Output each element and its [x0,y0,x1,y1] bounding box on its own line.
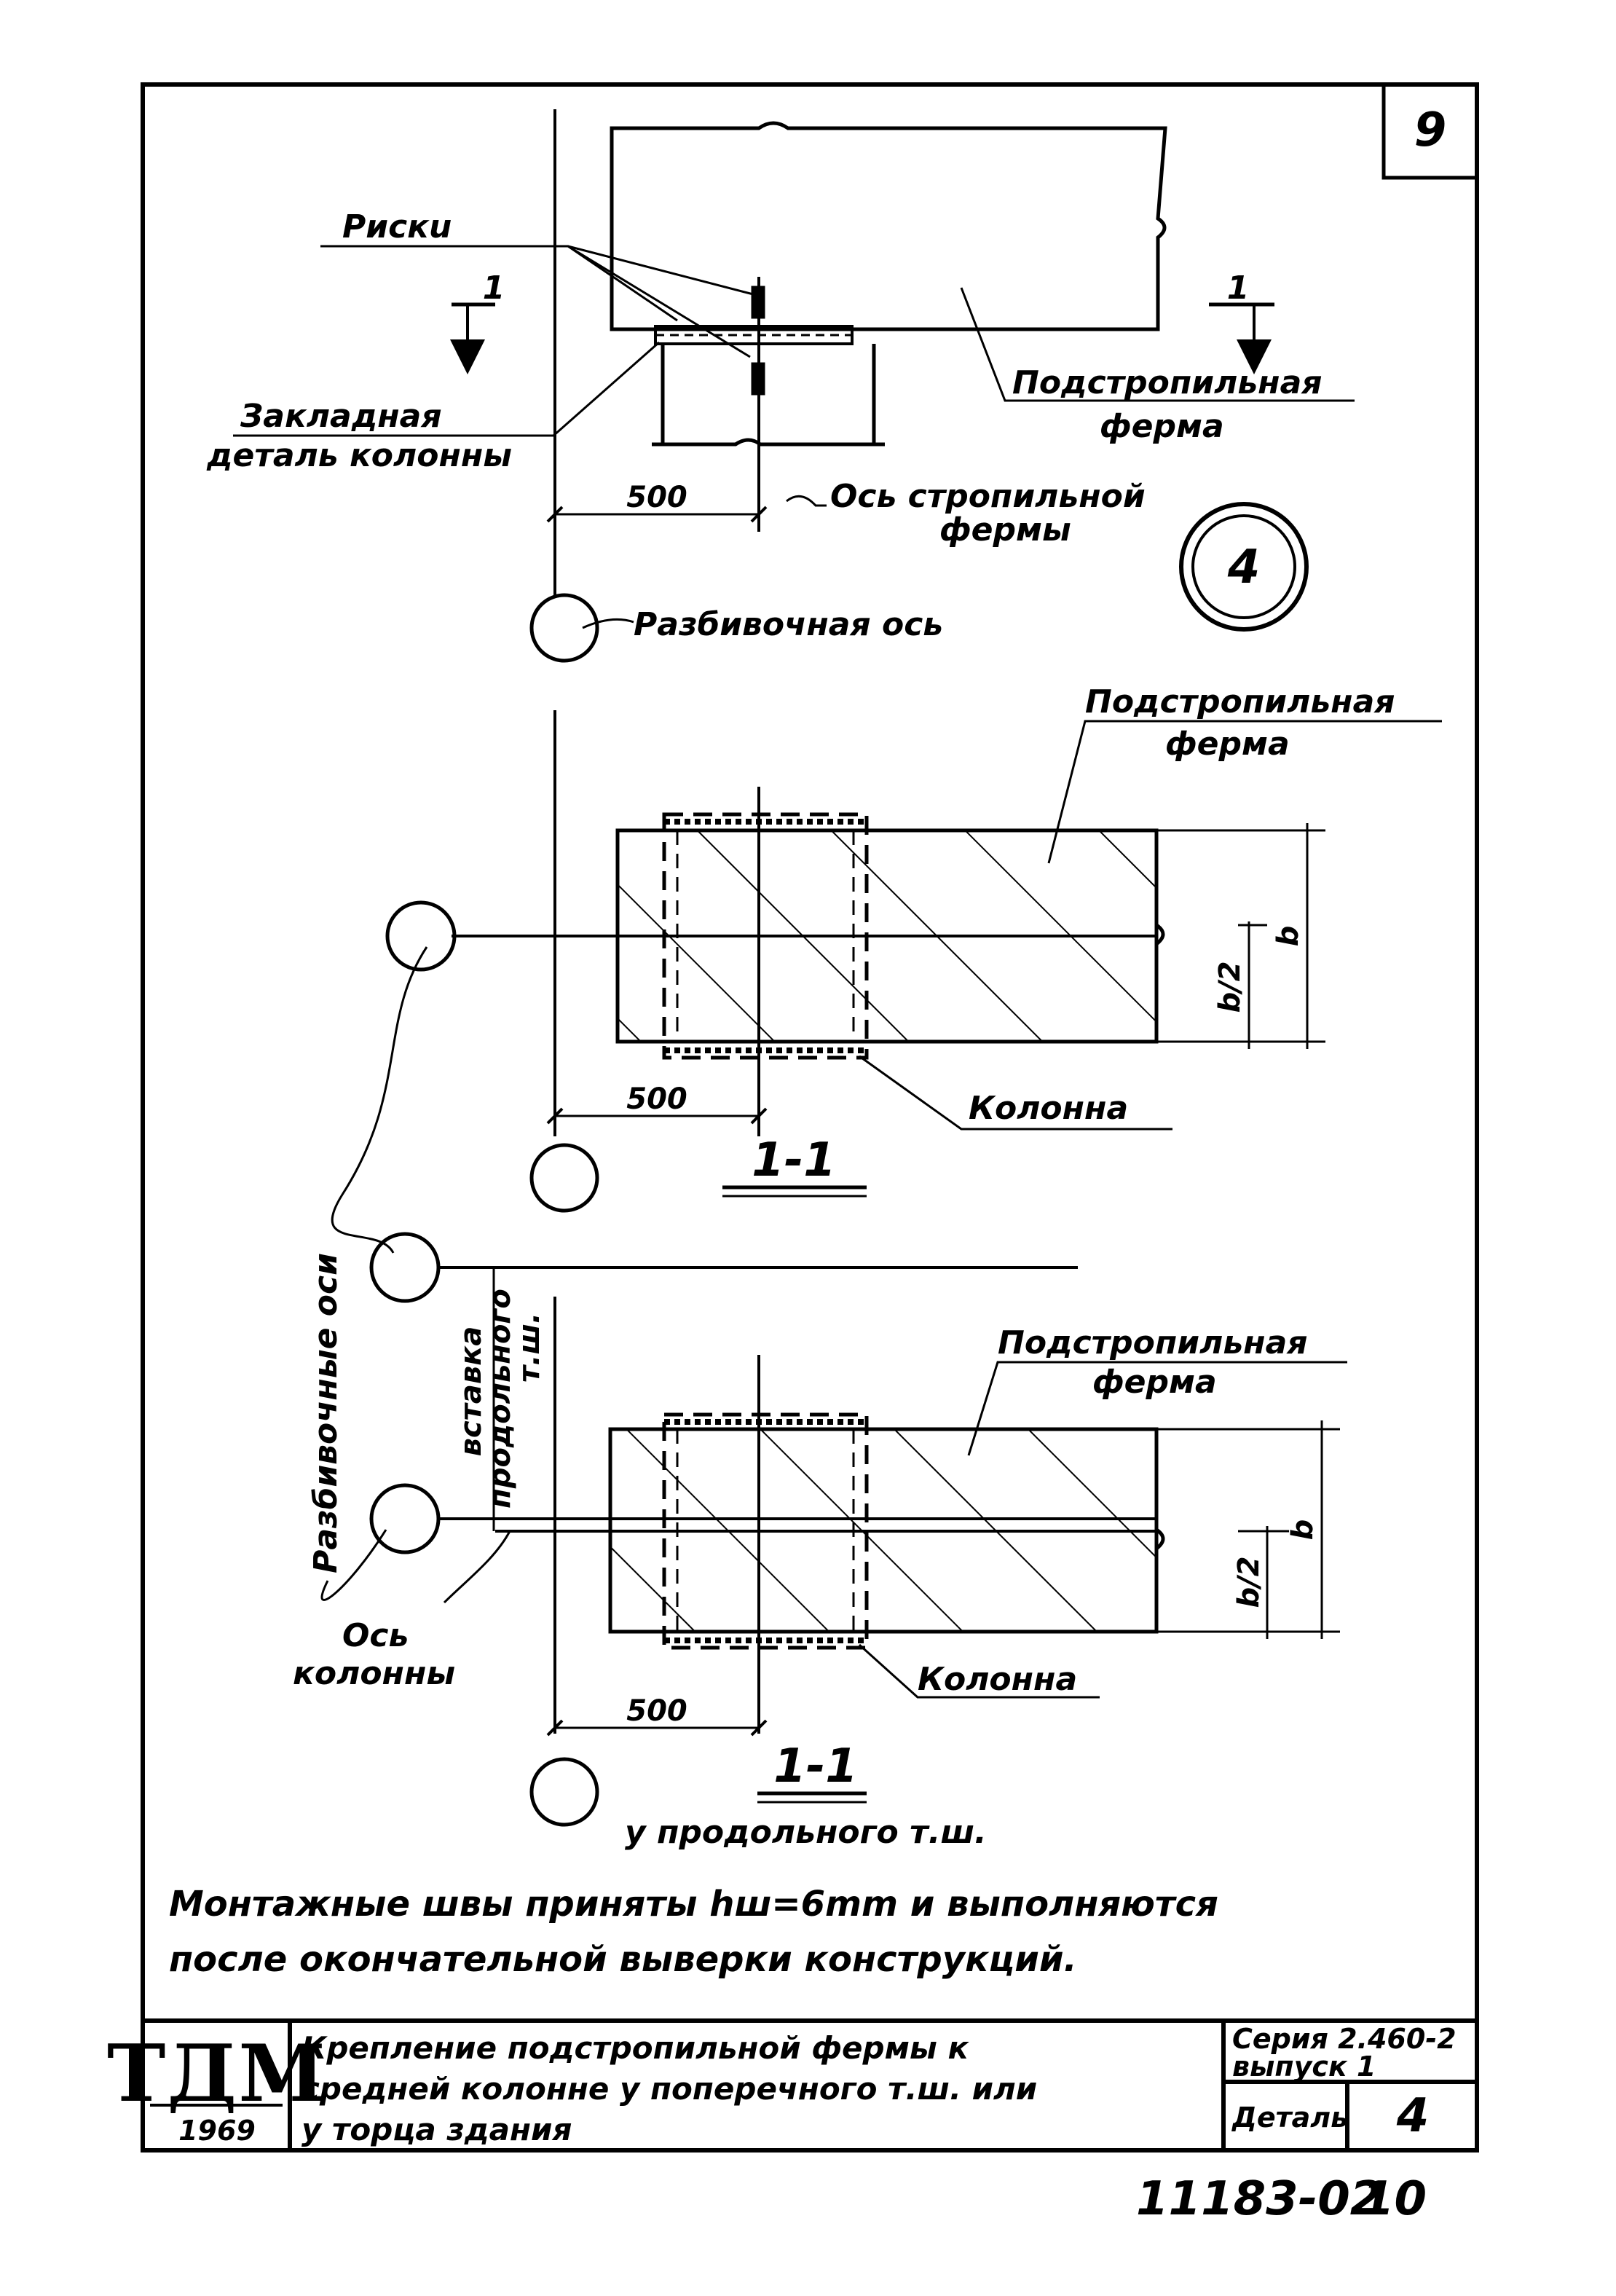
section-a-dim-b: b [1272,926,1305,947]
elevation-view [233,109,1355,663]
section-b-dim-b2: b/2 [1232,1556,1266,1608]
footer-code: 11183-02 [1136,2172,1382,2226]
section-b-label-insert-3: т.ш. [513,1313,546,1383]
section-b-label-truss-2: ферма [1092,1364,1217,1401]
title-year: 1969 [178,2115,256,2147]
title-line-2: средней колонне у поперечного т.ш. или [301,2071,1037,2107]
title-line-1: Крепление подстропильной фермы к [301,2030,969,2066]
label-truss-top-1: Подстропильная [1012,364,1323,401]
footer-page: 10 [1362,2172,1427,2226]
dim-500-top: 500 [626,481,687,514]
section-a-view [385,710,1442,1213]
section-a-label-column: Колонна [969,1090,1128,1127]
section-a-label-truss-1: Подстропильная [1085,683,1395,720]
note-line-1: Монтажные швы приняты hш=6mm и выполняют… [169,1884,1218,1925]
section-b-label-column: Колонна [918,1661,1077,1698]
section-a-dim-b2: b/2 [1213,961,1247,1013]
title-block [141,2018,1479,2152]
detail-label: Деталь [1231,2102,1348,2134]
section-b-label-insert-2: продольного [484,1289,517,1509]
label-marks: Рискu [342,208,452,245]
detail-marker-number: 4 [1227,540,1261,594]
section-a-dim-500: 500 [626,1082,687,1116]
section-b-title: 1-1 [773,1739,858,1793]
svg-text:1: 1 [483,270,505,307]
label-rafter-axis-2: фермы [939,511,1071,549]
section-b-subtitle: у продольного т.ш. [625,1814,987,1851]
label-rafter-axis-1: Ось стропильной [830,478,1146,515]
series-label: Серия 2.460-2 [1232,2023,1457,2055]
label-truss-top-2: ферма [1100,408,1224,445]
section-b-label-insert-1: вставка [454,1326,488,1457]
section-b-label-truss-1: Подстропильная [998,1324,1308,1361]
section-b-view [320,946,1347,1827]
logo-tdm: ТДМ [107,2028,327,2120]
title-line-3: у торца здания [301,2112,572,2147]
section-mark-right: 1 [1227,270,1250,307]
label-embedded-1: Закладная [240,398,442,435]
section-b-dim-500: 500 [626,1694,687,1728]
section-b-dim-b: b [1286,1519,1320,1541]
label-embedded-2: деталь колонны [206,437,512,474]
section-b-label-axes: Разбивочные оси [307,1253,344,1573]
note-line-2: после окончательной выверки конструкций. [169,1939,1077,1980]
section-a-title: 1-1 [752,1133,836,1187]
section-b-label-col-axis-2: колонны [293,1655,455,1692]
section-a-label-truss-2: ферма [1165,726,1290,763]
page-number: 9 [1414,103,1447,157]
label-grid-axis: Разбивочная ось [634,606,943,643]
detail-value: 4 [1396,2089,1430,2143]
issue-label: выпуск 1 [1232,2051,1376,2083]
section-b-label-col-axis-1: Ось [342,1617,409,1654]
section-mark-left: 1 [483,270,505,307]
svg-text:1: 1 [1227,270,1250,307]
